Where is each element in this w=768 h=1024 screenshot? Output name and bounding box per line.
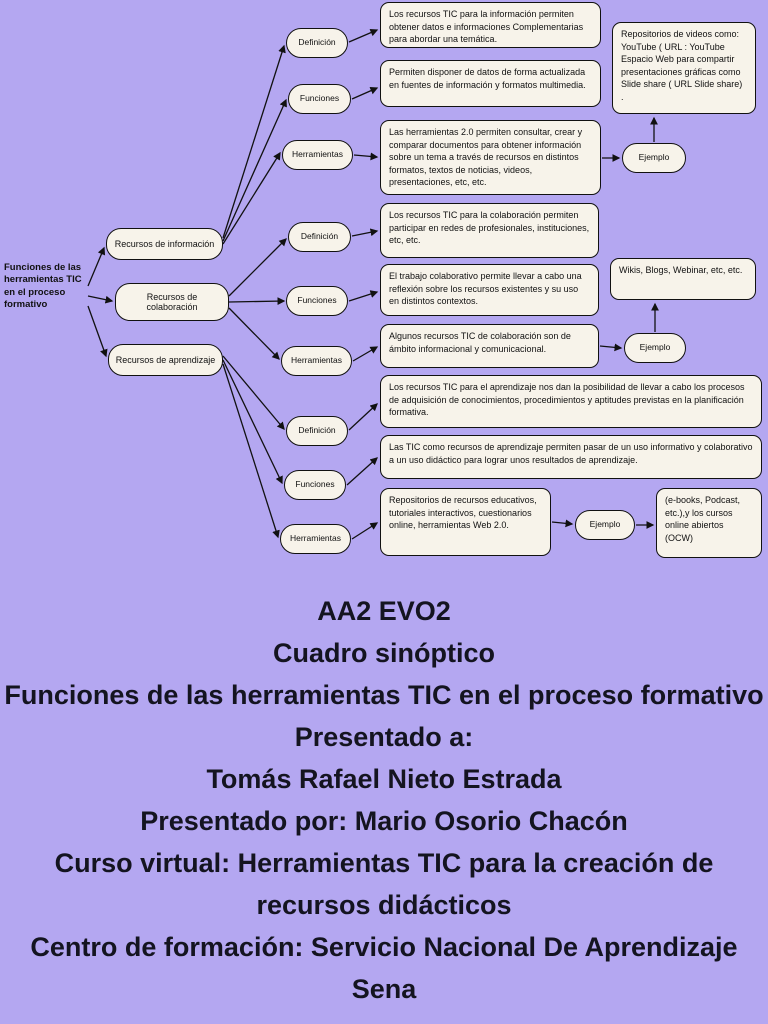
- title-line-presentado-por: Presentado por: Mario Osorio Chacón: [140, 806, 628, 836]
- textbox-funciones-colaboracion: El trabajo colaborativo permite llevar a…: [380, 264, 599, 316]
- branch-recursos-colaboracion: Recursos de colaboración: [115, 283, 229, 321]
- node-funciones-aprendizaje: Funciones: [284, 470, 346, 500]
- textbox-definicion-aprendizaje: Los recursos TIC para el aprendizaje nos…: [380, 375, 762, 428]
- textbox-herramientas-informacion: Las herramientas 2.0 permiten consultar,…: [380, 120, 601, 195]
- node-herramientas-aprendizaje: Herramientas: [280, 524, 351, 554]
- title-line-centro: Centro de formación: Servicio Nacional D…: [30, 932, 738, 1004]
- mindmap-canvas: Funciones de las herramientas TIC en el …: [4, 2, 762, 558]
- textbox-funciones-informacion: Permiten disponer de datos de forma actu…: [380, 60, 601, 107]
- title-line-curso: Curso virtual: Herramientas TIC para la …: [54, 848, 714, 920]
- root-label: Funciones de las herramientas TIC en el …: [4, 262, 82, 311]
- title-line-cuadro: Cuadro sinóptico: [273, 638, 495, 668]
- textbox-herramientas-colaboracion: Algunos recursos TIC de colaboración son…: [380, 324, 599, 368]
- title-block: AA2 EVO2 Cuadro sinóptico Funciones de l…: [0, 578, 768, 1010]
- node-ejemplo-aprendizaje: Ejemplo: [575, 510, 635, 540]
- textbox-funciones-aprendizaje: Las TIC como recursos de aprendizaje per…: [380, 435, 762, 479]
- title-line-funciones: Funciones de las herramientas TIC en el …: [4, 680, 764, 710]
- textbox-ejemplo-colaboracion: Wikis, Blogs, Webinar, etc, etc.: [610, 258, 756, 300]
- node-ejemplo-informacion: Ejemplo: [622, 143, 686, 173]
- textbox-ejemplo-aprendizaje: (e-books, Podcast, etc.),y los cursos on…: [656, 488, 762, 558]
- node-ejemplo-colaboracion: Ejemplo: [624, 333, 686, 363]
- node-funciones-colaboracion: Funciones: [286, 286, 348, 316]
- branch-recursos-aprendizaje: Recursos de aprendizaje: [108, 344, 223, 376]
- textbox-herramientas-aprendizaje: Repositorios de recursos educativos, tut…: [380, 488, 551, 556]
- title-line-presentado-a: Presentado a:: [294, 722, 474, 752]
- textbox-definicion-informacion: Los recursos TIC para la información per…: [380, 2, 601, 48]
- textbox-ejemplo-informacion: Repositorios de videos como: YouTube ( U…: [612, 22, 756, 114]
- textbox-definicion-colaboracion: Los recursos TIC para la colaboración pe…: [380, 203, 599, 258]
- node-definicion-informacion: Definición: [286, 28, 348, 58]
- title-line-aa2: AA2 EVO2: [317, 596, 451, 626]
- title-line-tomas: Tomás Rafael Nieto Estrada: [206, 764, 562, 794]
- connector-lines: [87, 28, 659, 540]
- node-herramientas-informacion: Herramientas: [282, 140, 353, 170]
- node-definicion-aprendizaje: Definición: [286, 416, 348, 446]
- node-funciones-informacion: Funciones: [288, 84, 351, 114]
- branch-recursos-informacion: Recursos de información: [106, 228, 223, 260]
- node-herramientas-colaboracion: Herramientas: [281, 346, 352, 376]
- node-definicion-colaboracion: Definición: [288, 222, 351, 252]
